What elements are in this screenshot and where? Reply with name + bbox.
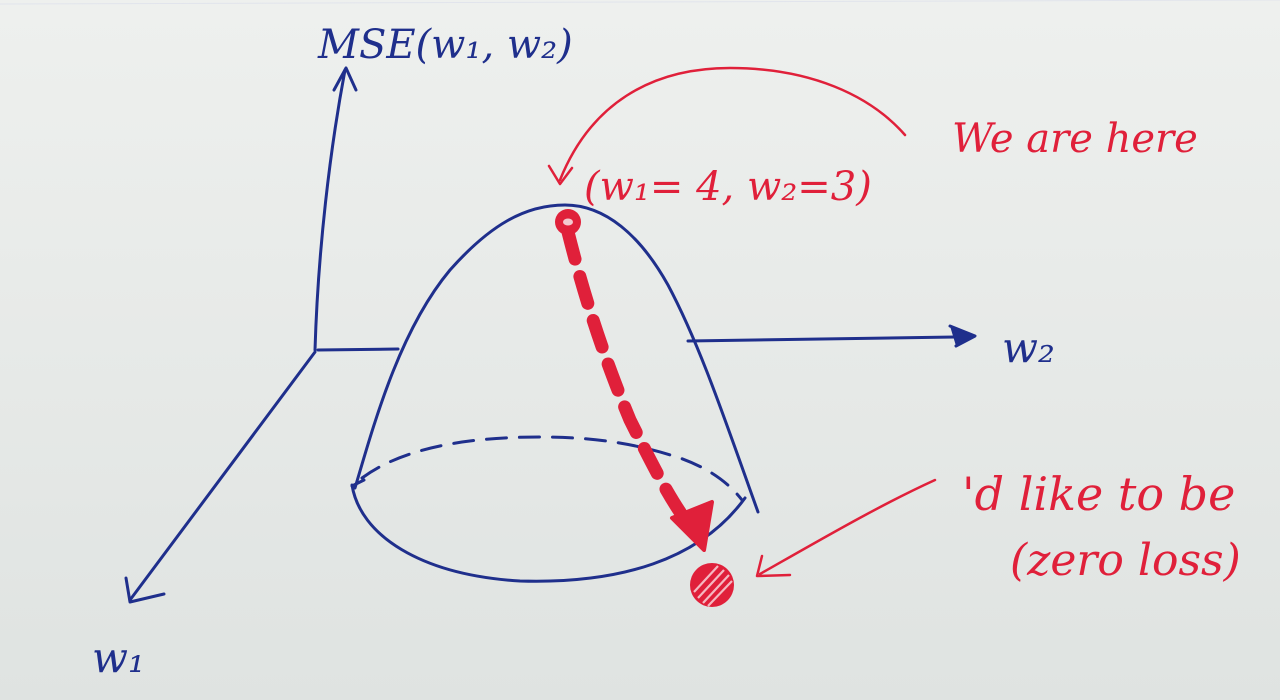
target-label-line1: 'd like to be	[962, 467, 1235, 521]
w2-axis	[686, 335, 957, 343]
paper-lines	[0, 0, 1280, 5]
pointer-arrow-current-head	[547, 164, 574, 186]
pointer-arrow-target-head	[755, 554, 792, 578]
w1-axis	[128, 350, 317, 602]
descent-arrowhead	[670, 500, 714, 552]
we-are-here-label: We are here	[952, 116, 1198, 162]
pointer-arrow-target	[758, 478, 937, 576]
target-label-line2: (zero loss)	[1010, 535, 1241, 586]
mse-axis-arrowhead	[332, 66, 358, 92]
w1-axis-label: w₁	[92, 633, 145, 682]
surface-back-rim	[360, 435, 744, 502]
gradient-descent-path	[561, 225, 689, 522]
w1-axis-arrowhead	[124, 576, 166, 604]
mse-axis	[313, 68, 347, 352]
pointer-arrow-current	[558, 66, 907, 182]
mse-axis-label: MSE(w₁, w₂)	[317, 22, 573, 68]
w2-axis-arrowhead	[948, 324, 977, 348]
current-point-marker	[555, 209, 581, 235]
w2-axis-label: w₂	[1002, 323, 1055, 372]
rim-left-arrow-tick	[350, 478, 366, 488]
w2-axis-stub	[316, 347, 400, 352]
current-point-label: (w₁= 4, w₂=3)	[584, 164, 872, 210]
surface-left-edge	[353, 203, 760, 514]
target-point-marker	[690, 563, 734, 607]
